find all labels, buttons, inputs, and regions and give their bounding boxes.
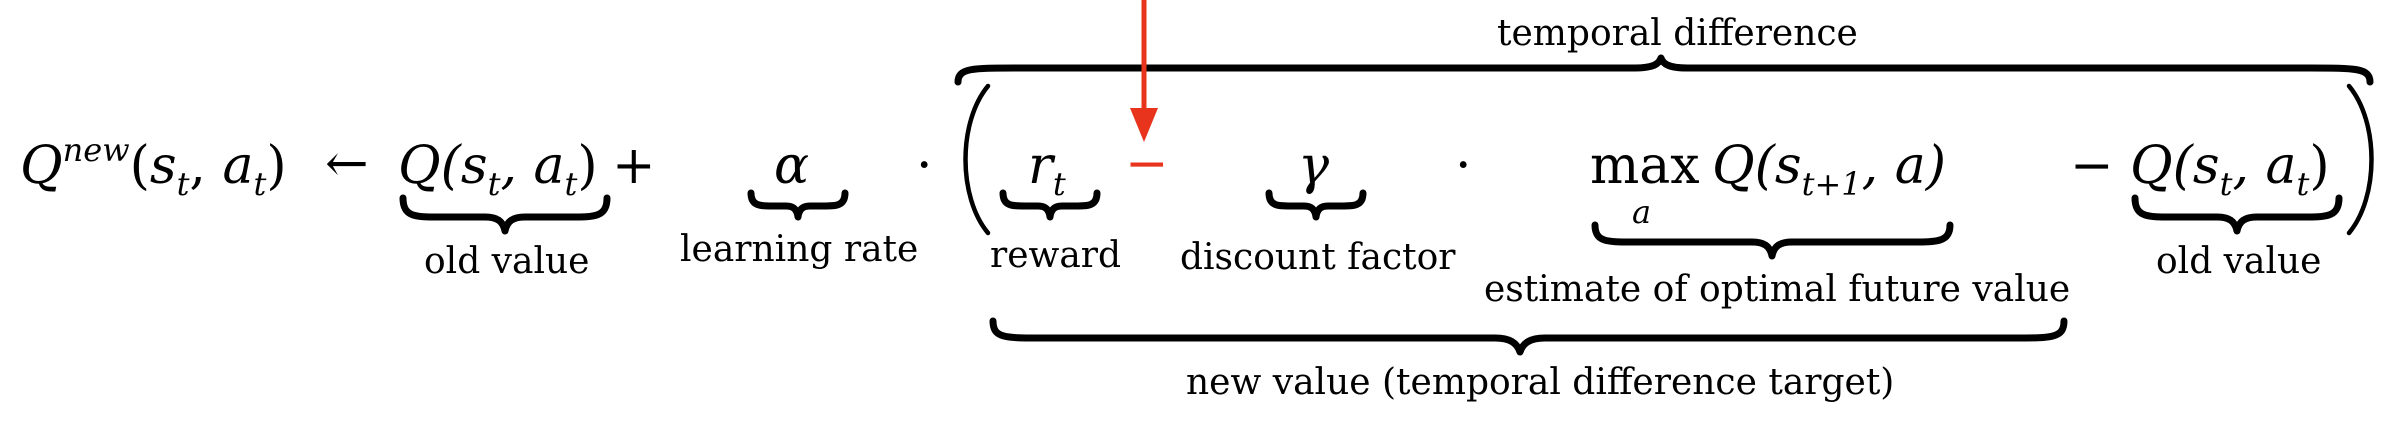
- last-q: Q(s: [2130, 136, 2220, 196]
- multiply-dot-1: ·: [916, 136, 933, 196]
- temporal-difference-brace: [954, 54, 2374, 86]
- lhs-comma: ,: [189, 136, 206, 196]
- reward-label: reward: [990, 235, 1122, 276]
- reward-brace: [999, 189, 1101, 221]
- future-q-rest: , a): [1861, 136, 1946, 196]
- lhs-q: Q: [20, 136, 63, 196]
- lhs-state: s: [149, 136, 177, 196]
- update-arrow: ←: [325, 134, 369, 194]
- alpha-symbol: α: [774, 136, 810, 196]
- lhs-open-paren: (: [129, 136, 150, 196]
- estimate-label: estimate of optimal future value: [1484, 269, 2071, 310]
- learning-rate-label: learning rate: [680, 229, 919, 270]
- new-value-label: new value (temporal difference target): [1186, 362, 1895, 403]
- lhs-close-paren: ): [266, 136, 287, 196]
- lhs-action: a: [222, 136, 254, 196]
- max-operator: max: [1590, 136, 1700, 196]
- old-q-action: , a: [500, 136, 565, 196]
- old-value-label: old value: [424, 241, 590, 282]
- old-q-close: ): [577, 136, 598, 196]
- old-q: Q(s: [398, 136, 488, 196]
- plus-sign: +: [612, 136, 656, 196]
- left-paren: [963, 83, 991, 236]
- old-value-label-2: old value: [2156, 241, 2322, 282]
- estimate-brace: [1591, 221, 1954, 260]
- last-old-value-term: Q(st, at): [2130, 140, 2330, 200]
- last-q-state-sub: t: [2219, 165, 2233, 203]
- last-q-close: ): [2309, 136, 2330, 196]
- lhs-state-sub: t: [176, 165, 190, 203]
- lhs-action-sub: t: [253, 165, 267, 203]
- down-arrow-icon: [1130, 0, 1158, 142]
- old-value-brace: [399, 194, 611, 235]
- future-q-sub: t+1: [1801, 165, 1862, 203]
- gamma-symbol: γ: [1298, 136, 1330, 196]
- new-value-brace: [989, 317, 2068, 356]
- multiply-dot-2: ·: [1455, 136, 1472, 196]
- discount-factor-brace: [1265, 189, 1367, 221]
- reward-sub: t: [1052, 165, 1066, 203]
- right-paren: [2346, 83, 2374, 236]
- last-q-action: , a: [2232, 136, 2297, 196]
- minus-sign: −: [2070, 136, 2114, 196]
- learning-rate-brace: [747, 189, 849, 221]
- future-q: Q(s: [1712, 136, 1802, 196]
- future-q-term: Q(st+1, a): [1712, 140, 1946, 200]
- discount-factor-label: discount factor: [1180, 237, 1456, 278]
- old-q-action-sub: t: [564, 165, 578, 203]
- old-value-term: Q(st, at): [398, 140, 598, 200]
- reward-r: r: [1028, 136, 1053, 196]
- lhs-superscript: new: [62, 131, 130, 169]
- max-subscript: a: [1632, 193, 1652, 231]
- old-q-state-sub: t: [487, 165, 501, 203]
- temporal-difference-label: temporal difference: [1497, 13, 1858, 54]
- old-value-brace-2: [2131, 194, 2343, 235]
- last-q-action-sub: t: [2296, 165, 2310, 203]
- reward-term: rt: [1028, 140, 1066, 200]
- lhs-term: Qnew(st, at): [20, 134, 287, 200]
- highlighted-operator: −: [1125, 134, 1169, 194]
